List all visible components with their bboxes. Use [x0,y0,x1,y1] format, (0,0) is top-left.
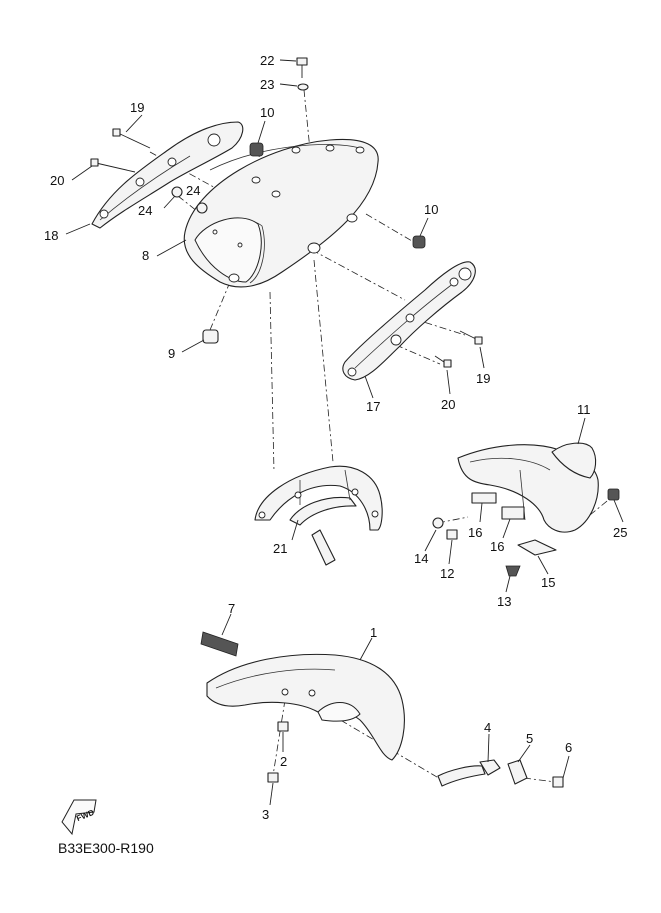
callout-13: 13 [497,594,511,609]
callout-4: 4 [484,720,491,735]
left-side-stay [91,121,244,229]
callout-17: 17 [366,399,380,414]
callout-2: 2 [280,754,287,769]
callout-8: 8 [142,248,149,263]
callout-5: 5 [526,731,533,746]
emblem [200,631,239,657]
diagram-code: B33E300-R190 [58,840,154,856]
callout-22: 22 [260,53,274,68]
tail-light-housing [432,442,620,577]
callout-18: 18 [44,228,58,243]
callout-labels: 22 23 19 10 20 24 24 18 8 10 9 19 20 17 … [44,53,627,822]
callout-7: 7 [228,601,235,616]
callout-24: 24 [186,183,200,198]
callout-3: 3 [262,807,269,822]
callout-9: 9 [168,346,175,361]
callout-25: 25 [613,525,627,540]
callout-20: 20 [441,397,455,412]
callout-16: 16 [490,539,504,554]
hose-holder [437,759,564,788]
callout-23: 23 [260,77,274,92]
callout-12: 12 [440,566,454,581]
rear-hardware [90,57,483,368]
callout-15: 15 [541,575,555,590]
front-fender [206,653,405,783]
fender-bracket [254,465,383,566]
callout-leaders [65,59,624,806]
callout-11: 11 [577,402,591,417]
callout-19: 19 [130,100,144,115]
right-side-stay [342,261,476,381]
callout-21: 21 [273,541,287,556]
callout-16: 16 [468,525,482,540]
fwd-arrow-icon [61,799,97,836]
callout-14: 14 [414,551,428,566]
callout-24: 24 [138,203,152,218]
callout-10: 10 [260,105,274,120]
callout-20: 20 [50,173,64,188]
rear-fender [183,138,379,288]
callout-19: 19 [476,371,490,386]
callout-1: 1 [370,625,377,640]
callout-6: 6 [565,740,572,755]
callout-10: 10 [424,202,438,217]
